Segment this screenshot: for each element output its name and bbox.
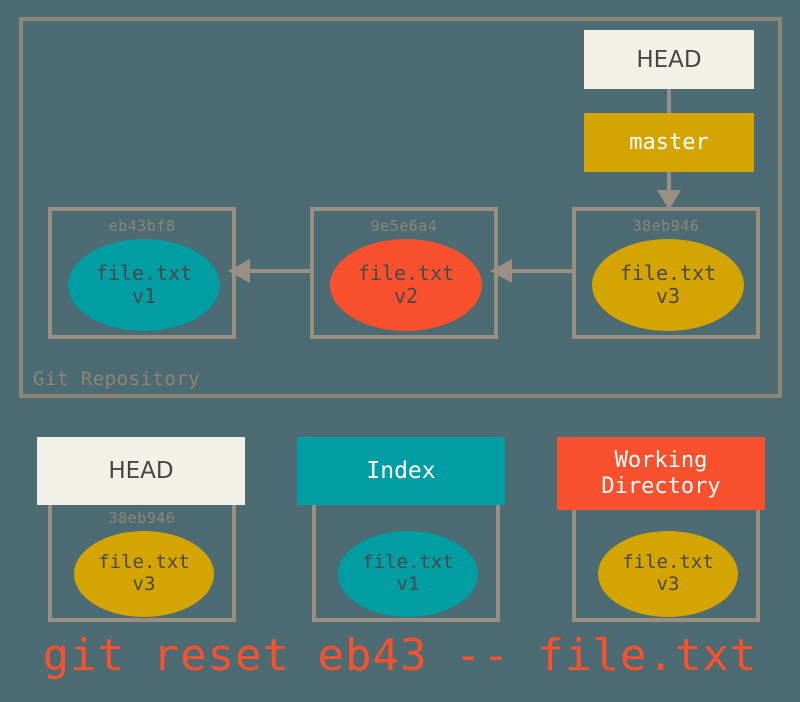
blob-version: v3 [132, 573, 156, 595]
area-frame-index: file.txt v1 [312, 487, 500, 622]
commit-box-9e5e6a4: 9e5e6a4 file.txt v2 [310, 207, 498, 339]
commit-hash-label: eb43bf8 [108, 217, 176, 235]
commit-blob-v1: file.txt v1 [68, 239, 220, 331]
parent-arrow-head-icon [228, 259, 250, 283]
commit-blob-v3: file.txt v3 [592, 239, 744, 331]
blob-version: v1 [131, 284, 157, 308]
area-blob-working-directory: file.txt v3 [598, 531, 738, 617]
head-pointer-box: HEAD [584, 30, 754, 89]
blob-version: v2 [393, 284, 419, 308]
commit-box-38eb946: 38eb946 file.txt v3 [572, 207, 760, 339]
git-command-caption: git reset eb43 -- file.txt [42, 630, 758, 681]
master-arrow-head-icon [657, 190, 681, 210]
parent-arrow-head-icon [490, 259, 512, 283]
git-repository-label: Git Repository [33, 368, 201, 390]
area-frame-working-directory: file.txt v3 [572, 487, 760, 622]
head-to-master-connector [667, 89, 671, 113]
blob-filename: file.txt [357, 261, 455, 285]
area-header-index: Index [297, 437, 505, 505]
parent-arrow-line-3-to-2 [502, 269, 572, 273]
blob-filename: file.txt [362, 551, 454, 574]
area-frame-head: 38eb946 file.txt v3 [48, 487, 236, 622]
git-repository-frame [19, 17, 782, 398]
area-blob-head: file.txt v3 [74, 531, 214, 617]
commit-blob-v2: file.txt v2 [330, 239, 482, 331]
blob-version: v3 [656, 573, 680, 595]
parent-arrow-line-2-to-1 [240, 269, 310, 273]
blob-version: v1 [396, 573, 420, 595]
commit-hash-label: 9e5e6a4 [370, 217, 438, 235]
commit-box-eb43bf8: eb43bf8 file.txt v1 [48, 207, 236, 339]
blob-filename: file.txt [619, 261, 717, 285]
master-to-commit-connector [667, 172, 671, 194]
master-branch-box: master [584, 113, 754, 172]
area-header-working-directory: Working Directory [557, 437, 765, 510]
blob-filename: file.txt [95, 261, 193, 285]
blob-version: v3 [655, 284, 681, 308]
blob-filename: file.txt [622, 551, 714, 574]
area-header-head: HEAD [37, 437, 245, 505]
blob-filename: file.txt [98, 551, 190, 574]
area-hash-label: 38eb946 [108, 509, 176, 527]
area-blob-index: file.txt v1 [338, 531, 478, 617]
commit-hash-label: 38eb946 [632, 217, 700, 235]
